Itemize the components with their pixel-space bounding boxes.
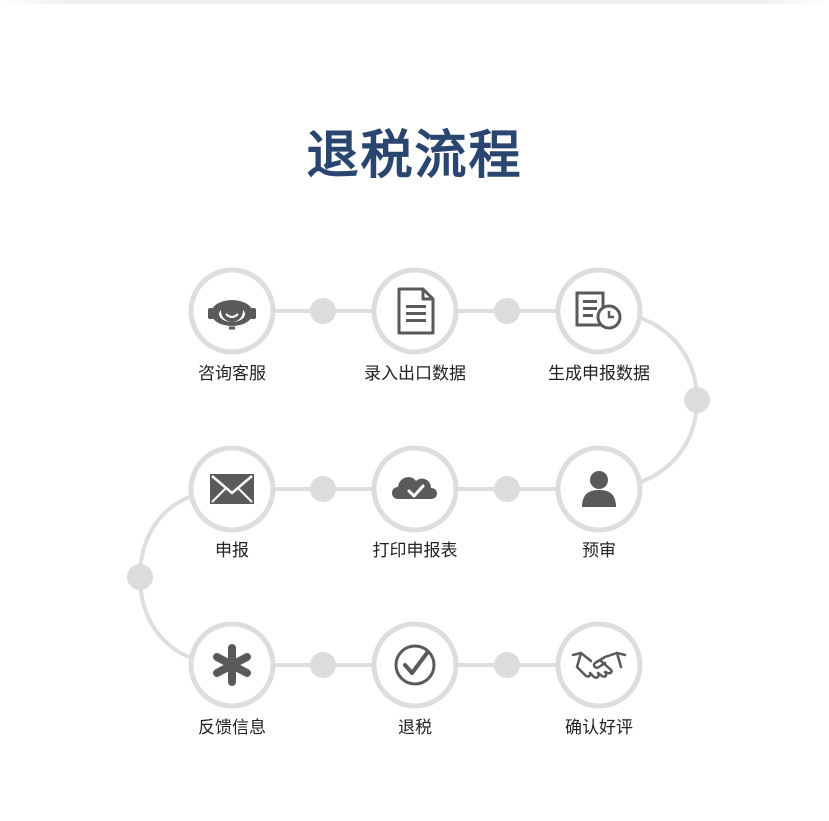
step-node-2 (371, 267, 459, 355)
step-node-9 (555, 621, 643, 709)
step-label-consult: 咨询客服 (198, 364, 266, 384)
step-label-input-export-data: 录入出口数据 (364, 364, 466, 384)
document-icon (397, 287, 435, 335)
headset-icon (208, 300, 256, 330)
page-title: 退税流程 (306, 126, 523, 186)
connector-dot (310, 652, 336, 678)
step-label-refund: 退税 (398, 718, 432, 738)
step-label-feedback: 反馈信息 (198, 718, 266, 738)
handshake-icon (571, 651, 627, 679)
top-divider (0, 0, 829, 4)
connector-dot (310, 298, 336, 324)
connector-dot (494, 298, 520, 324)
step-node-8 (371, 621, 459, 709)
connector-dot (127, 564, 153, 590)
connector-dot (310, 476, 336, 502)
envelope-icon (210, 474, 254, 504)
step-label-declare: 申报 (215, 541, 249, 561)
step-label-print-form: 打印申报表 (372, 541, 458, 561)
step-label-generate-declaration: 生成申报数据 (548, 364, 650, 384)
cloud-check-icon (392, 477, 437, 499)
step-label-confirm-rating: 确认好评 (565, 718, 633, 738)
check-circle-icon (394, 644, 436, 686)
connector-dot (494, 652, 520, 678)
asterisk-icon (213, 644, 251, 686)
report-clock-icon (575, 291, 622, 330)
connector-dot (684, 387, 710, 413)
connector-dot (494, 476, 520, 502)
user-icon (582, 471, 616, 507)
step-label-pre-review: 预审 (582, 541, 616, 561)
